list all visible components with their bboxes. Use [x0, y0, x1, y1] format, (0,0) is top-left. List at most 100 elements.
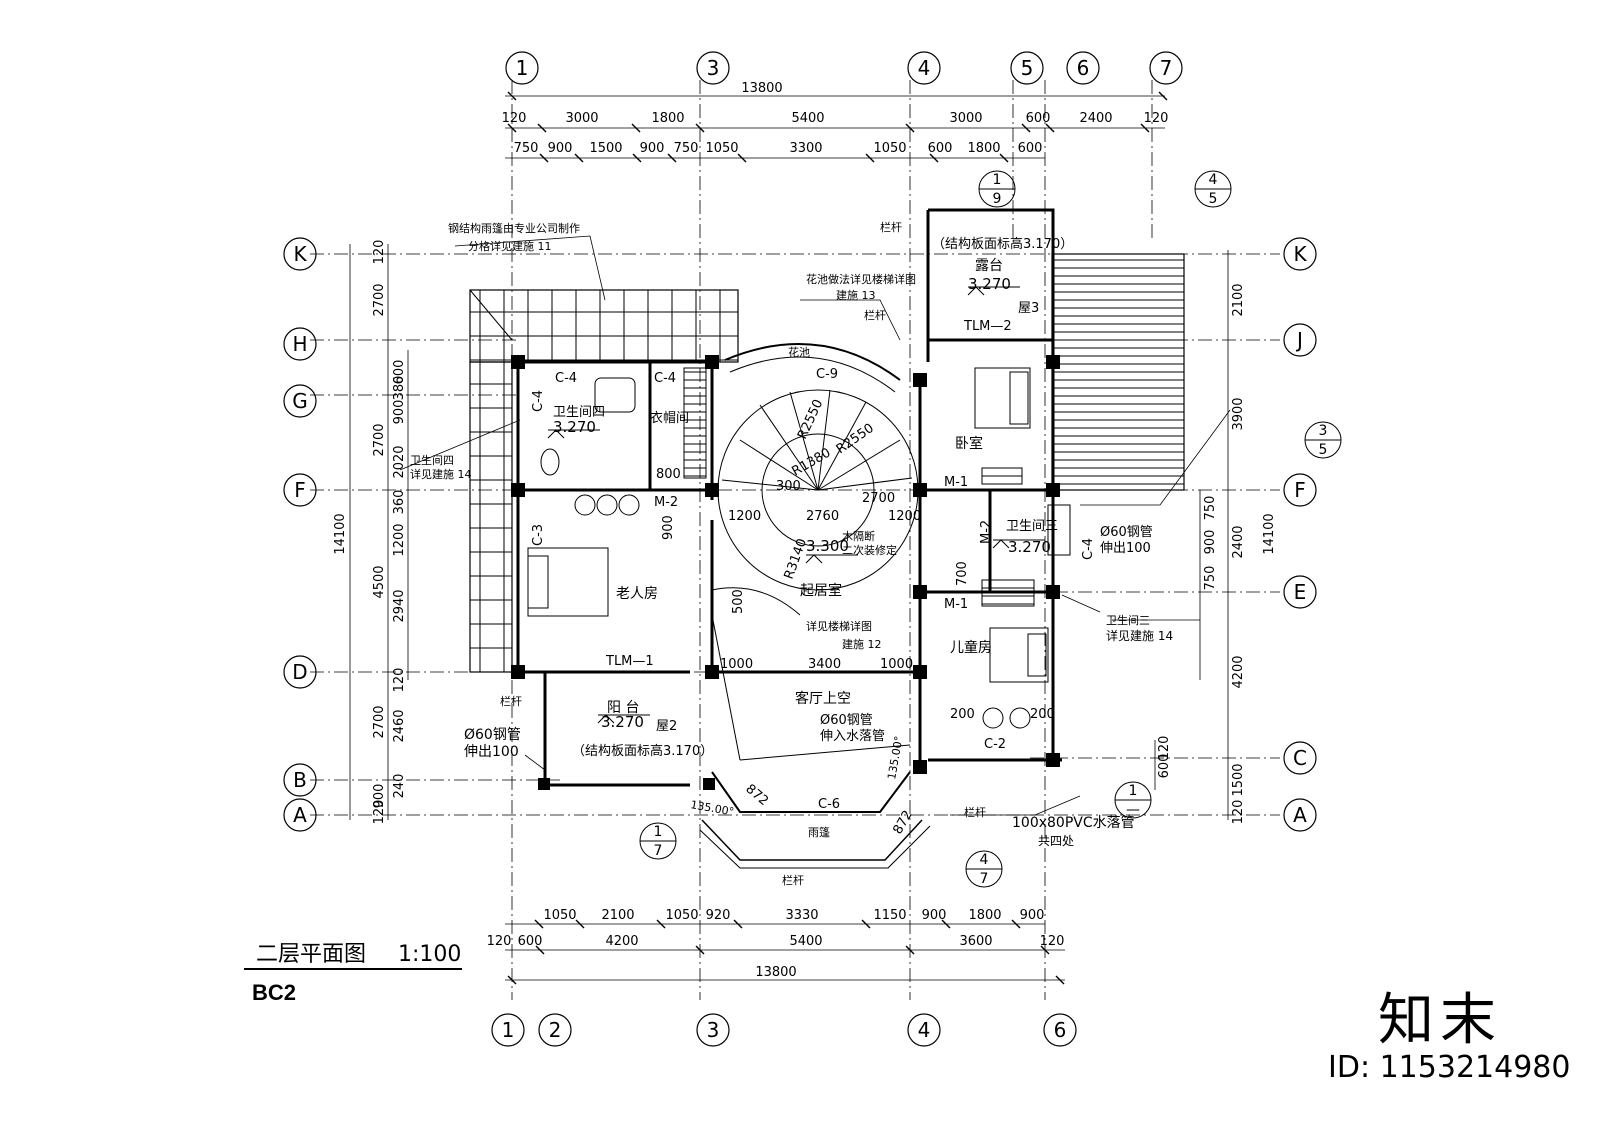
ref-3-bottom: 5	[1319, 442, 1328, 458]
note-pipe60-2: 伸出100	[1100, 541, 1151, 556]
dim-left-d5: 360	[392, 490, 407, 515]
dim-bot2-5: 3600	[959, 934, 992, 949]
dim-top2-5: 750	[674, 141, 699, 156]
dim-left-overall: 14100	[333, 513, 348, 554]
axis-label-top-1: 1	[516, 56, 529, 80]
dim-1200b: 1200	[888, 509, 921, 524]
axis-label-right-j: J	[1295, 328, 1303, 352]
watermark-id: ID: 1153214980	[1328, 1050, 1571, 1085]
note-railing-2: 栏杆	[880, 220, 902, 234]
note-bath4-2: 详见建施 14	[410, 467, 472, 481]
dim-872b: 872	[890, 808, 915, 837]
note-stair-1: 详见楼梯详图	[806, 619, 872, 633]
label-r3: R3140	[782, 537, 811, 582]
axis-label-top-3: 3	[707, 56, 720, 80]
dim-bot2-1: 120	[487, 934, 512, 949]
dim-top2-4: 900	[640, 141, 665, 156]
dim-right-d4: 600	[1157, 754, 1172, 779]
dim-1200a: 1200	[728, 509, 761, 524]
note-pipe60-mid-2: 伸入水落管	[820, 729, 885, 744]
ref-1-top: 1	[993, 172, 1002, 188]
axis-label-top-6: 6	[1077, 56, 1090, 80]
top-dimensions: 13800 120 3000 1800 5400 3000 600 2400 1…	[502, 81, 1169, 156]
label-m2a: M-2	[654, 495, 678, 510]
label-c4d: C-4	[531, 390, 546, 412]
dim-2760: 2760	[806, 509, 839, 524]
dim-bot-5: 3330	[785, 908, 818, 923]
dim-top2-2: 900	[548, 141, 573, 156]
dim-bot-4: 920	[706, 908, 731, 923]
label-m1a: M-1	[944, 475, 968, 490]
dim-top2-9: 600	[928, 141, 953, 156]
dim-right-d2: 900	[1203, 530, 1218, 555]
dim-right-2: 3900	[1231, 397, 1246, 430]
furniture	[527, 367, 1071, 729]
room-labels: 卫生间四 3.270 衣帽间 老人房 起居室 3.300 卧室 露台 3.270…	[553, 258, 1058, 731]
dim-left-d8: 120	[392, 668, 407, 693]
room-balcony: 阳 台	[607, 700, 639, 716]
note-roof3: 屋3	[1018, 301, 1039, 316]
dim-bot-9: 900	[1020, 908, 1045, 923]
dim-bot-3: 1050	[665, 908, 698, 923]
label-c6: C-6	[818, 797, 840, 812]
dim-900: 900	[661, 515, 676, 540]
axis-label-left-d: D	[292, 660, 307, 684]
note-slab-terrace: （结构板面标高3.170）	[932, 236, 1073, 252]
leader-lines	[399, 235, 1231, 816]
axis-label-bottom-4: 4	[918, 1018, 931, 1042]
detail-ref-labels: 1 9 4 5 3 5 1 7 4 7 1 —	[654, 172, 1328, 887]
ref-2-bottom: 5	[1209, 191, 1218, 207]
right-dimensions: 14100 2100 3900 2400 4200 1500 120 750 9…	[1157, 283, 1277, 824]
note-stair-2: 建施 12	[842, 637, 882, 651]
structural-columns	[511, 355, 1060, 790]
dim-bot-2: 2100	[601, 908, 634, 923]
dim-bot-overall: 13800	[755, 965, 796, 980]
dim-top-1: 120	[502, 111, 527, 126]
note-pipe60-mid-1: Ø60钢管	[820, 713, 873, 728]
dim-top2-10: 1800	[967, 141, 1000, 156]
dimension-ticks	[507, 91, 1168, 985]
dim-left-2: 2700	[372, 283, 387, 316]
dim-top2-6: 1050	[705, 141, 738, 156]
dim-top2-11: 600	[1018, 141, 1043, 156]
dim-left-d3: 900	[392, 400, 407, 425]
dim-left-d1: 600	[392, 360, 407, 385]
dim-bot-7: 900	[922, 908, 947, 923]
dim-left-d9: 2460	[392, 709, 407, 742]
dim-1000b: 1000	[880, 657, 913, 672]
dim-left-5: 2700	[372, 705, 387, 738]
axis-bubbles	[283, 51, 1317, 1047]
dim-135a: 135.00°	[689, 798, 735, 818]
level-markers	[547, 286, 1045, 724]
glass-canopy-left	[469, 361, 513, 673]
detail-refs	[639, 170, 1342, 888]
note-pipe60-left-2: 伸出100	[464, 744, 519, 760]
dim-left-1: 120	[372, 240, 387, 265]
dim-left-d2: 380	[392, 376, 407, 401]
spiral-stair	[711, 343, 919, 616]
ref-4-bottom: 7	[654, 843, 663, 859]
axis-label-top-5: 5	[1021, 56, 1034, 80]
dim-top-6: 600	[1026, 111, 1051, 126]
label-c4b: C-4	[654, 371, 676, 386]
dim-bot2-6: 120	[1040, 934, 1065, 949]
ref-6-top: 1	[1129, 783, 1138, 799]
dim-top-3: 1800	[651, 111, 684, 126]
ref-1-bottom: 9	[993, 191, 1002, 207]
dim-top-4: 5400	[791, 111, 824, 126]
room-living-level: 3.300	[806, 537, 849, 555]
dim-left-7: 120	[372, 800, 387, 825]
room-bath3-level: 3.270	[1008, 538, 1051, 556]
room-elder: 老人房	[616, 586, 658, 602]
label-m2b: M-2	[979, 520, 994, 544]
dim-800: 800	[656, 467, 681, 482]
dim-left-d4: 2020	[392, 445, 407, 478]
axis-label-top-4: 4	[918, 56, 931, 80]
ref-2-top: 4	[1209, 172, 1218, 188]
note-pvc-1: 100x80PVC水落管	[1012, 815, 1135, 831]
dim-700: 700	[955, 561, 970, 586]
axis-label-bottom-6: 6	[1054, 1018, 1067, 1042]
axis-label-right-k: K	[1293, 242, 1307, 266]
room-terrace-level: 3.270	[968, 275, 1011, 293]
sheet-code: BC2	[252, 980, 297, 1005]
